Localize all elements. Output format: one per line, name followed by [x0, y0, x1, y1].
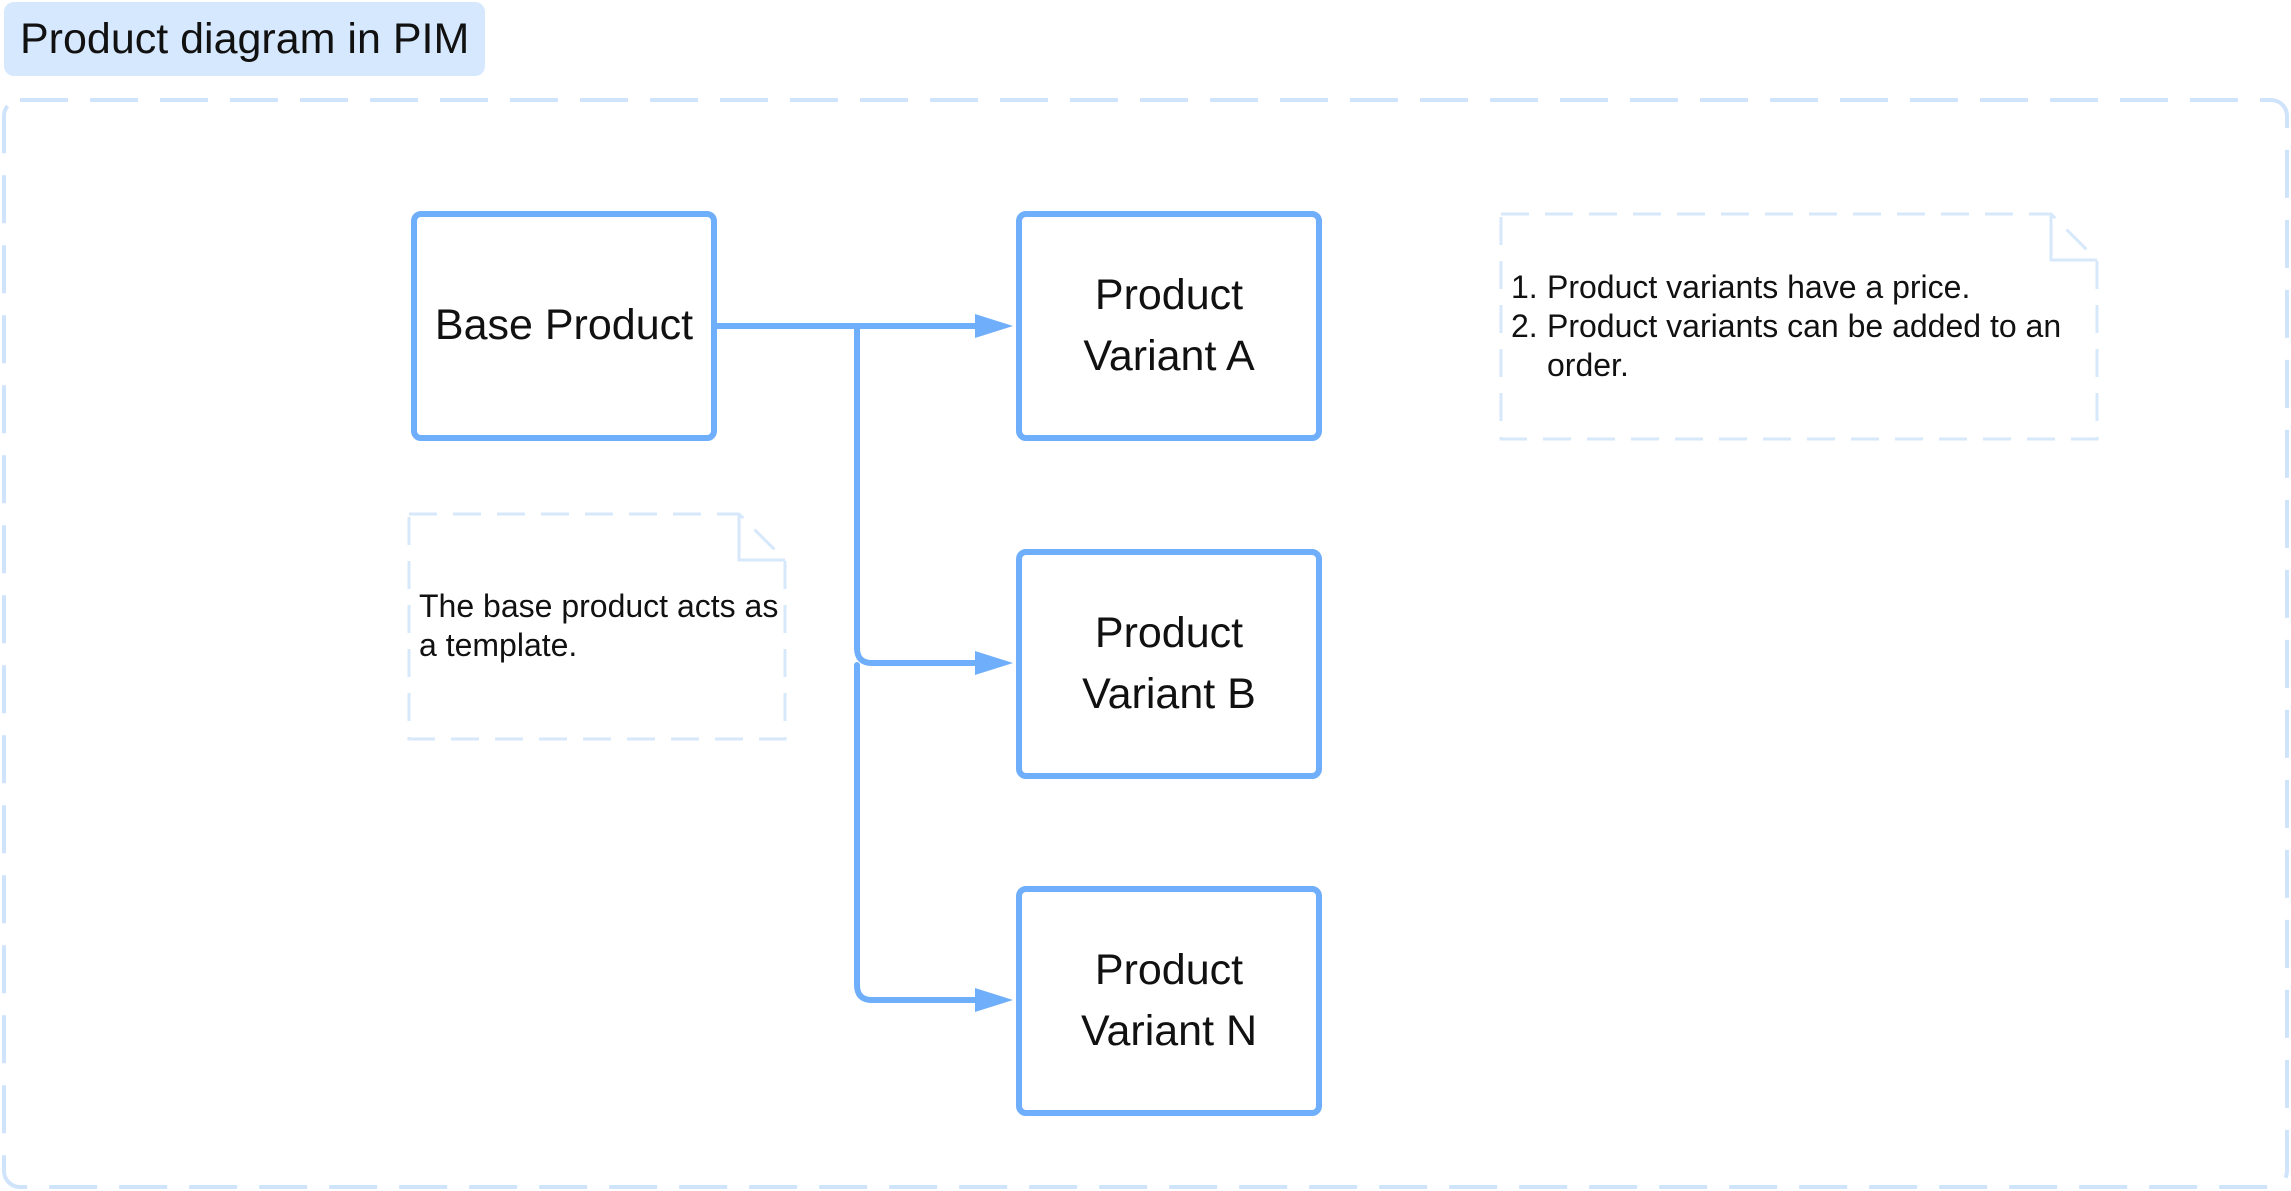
frame-title: Product diagram in PIM [4, 2, 486, 76]
note-variants-item-1-text: Product variants have a price. [1547, 269, 1971, 305]
node-product-variant-a-label: Product Variant A [1083, 270, 1255, 380]
connector-to-variant-b [854, 323, 978, 666]
arrowhead-variant-n [975, 988, 1013, 1012]
node-product-variant-n[interactable]: Product Variant N [1016, 886, 1322, 1116]
note-variants-item-2-text: Product variants can be added to an orde… [1547, 308, 2062, 383]
node-product-variant-a[interactable]: Product Variant A [1016, 211, 1322, 441]
node-base-product[interactable]: Base Product [411, 211, 717, 441]
arrowheads [975, 314, 1013, 1012]
note-variants-item-1-number: 1. [1511, 269, 1538, 305]
note-base-product-text-content: The base product acts as a template. [419, 588, 779, 663]
arrowhead-variant-a [975, 314, 1013, 338]
note-variants-list: 1. Product variants have a price. 2. Pro… [1511, 268, 2071, 385]
node-base-product-label: Base Product [434, 301, 694, 350]
note-variants-item-2-number: 2. [1511, 308, 1538, 344]
node-product-variant-n-label: Product Variant N [1080, 945, 1258, 1055]
note-variants-item-1: 1. Product variants have a price. [1511, 268, 2071, 307]
node-product-variant-b[interactable]: Product Variant B [1016, 549, 1322, 779]
frame-title-text: Product diagram in PIM [20, 14, 470, 63]
note-base-product-text: The base product acts as a template. [419, 587, 779, 665]
arrowhead-variant-b [975, 651, 1013, 675]
node-product-variant-b-label: Product Variant B [1082, 608, 1256, 718]
connector-to-variant-n [854, 662, 978, 1003]
note-variants-item-2: 2. Product variants can be added to an o… [1511, 307, 2071, 385]
